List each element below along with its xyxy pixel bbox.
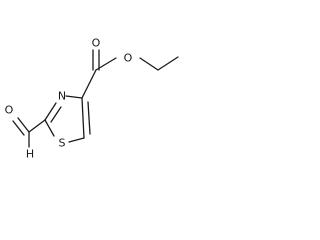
atom-ester-ether-oxygen: O <box>124 52 133 65</box>
chemical-structure: O O N S O H <box>5 37 179 161</box>
atom-aldehyde-hydrogen: H <box>26 148 34 161</box>
atom-aldehyde-oxygen: O <box>5 104 14 117</box>
atom-labels: O O N S O H <box>5 37 133 161</box>
bond-aldehyde-carbonyl-double-b <box>12 120 25 136</box>
atom-ester-carbonyl-oxygen: O <box>92 37 101 50</box>
atom-ring-sulfur: S <box>59 137 66 150</box>
bond-c4-n3 <box>65 95 83 99</box>
bond-ether-oxygen-ch2 <box>139 57 159 71</box>
bond-aldehyde-carbonyl-double-a <box>17 117 30 133</box>
bond-n3-c2-double-b <box>50 106 62 123</box>
bond-c2-aldehyde-carbon <box>28 119 46 133</box>
bond-n3-c2-double-a <box>44 102 57 121</box>
bond-c2-s1 <box>44 119 55 137</box>
bond-s1-c5 <box>68 137 85 143</box>
bond-c5-c4-double-a <box>81 97 85 139</box>
atom-ring-nitrogen: N <box>58 90 66 103</box>
bond-c5-c4-double-b <box>87 101 91 135</box>
bonds <box>12 49 179 148</box>
bond-carbonyl-ether-oxygen <box>95 57 117 71</box>
bond-ch2-ch3 <box>157 56 179 71</box>
bond-carbonyl-ring-c4 <box>81 69 97 99</box>
